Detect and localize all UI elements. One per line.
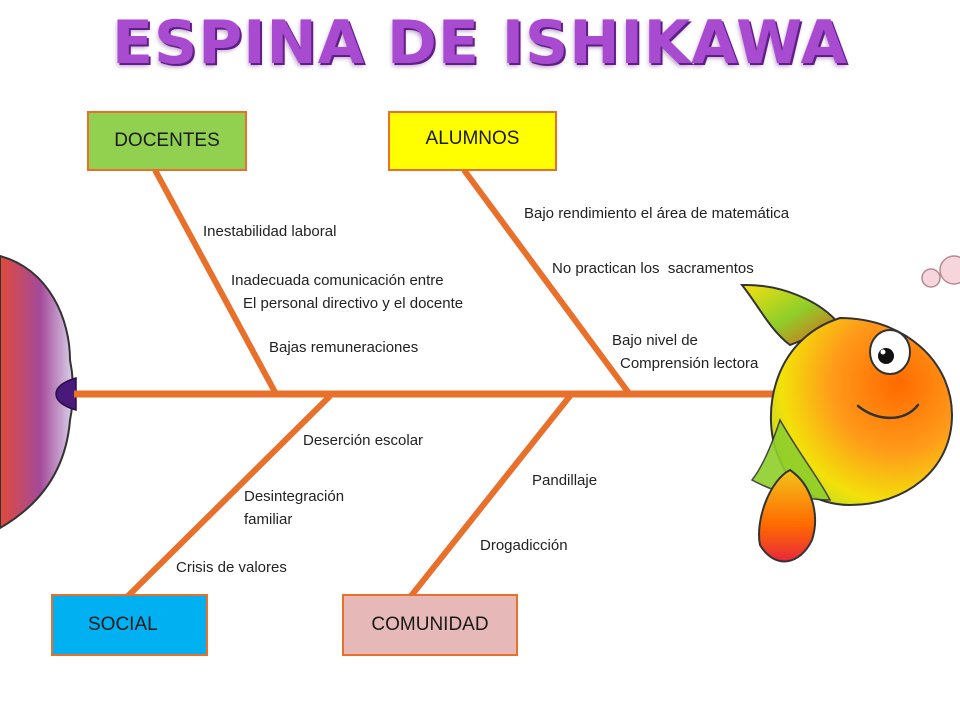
category-docentes-label: DOCENTES bbox=[114, 130, 220, 151]
category-docentes: DOCENTES bbox=[87, 111, 247, 171]
fish-head bbox=[739, 283, 954, 563]
cause-social-1: Deserción escolar bbox=[303, 432, 424, 449]
bone-social bbox=[125, 393, 333, 599]
cause-docentes-1: Inestabilidad laboral bbox=[203, 223, 337, 240]
bone-comunidad bbox=[408, 394, 573, 598]
bubbles-decoration bbox=[921, 255, 960, 288]
bone-docentes bbox=[152, 168, 279, 396]
cause-social-3: Crisis de valores bbox=[176, 559, 287, 576]
cause-docentes-2: Inadecuada comunicación entre bbox=[231, 272, 444, 289]
fish-tail bbox=[0, 254, 77, 530]
cause-alumnos-1: Bajo rendimiento el área de matemática bbox=[524, 205, 790, 222]
diagram-title: ESPINA DE ISHIKAWA bbox=[112, 8, 848, 78]
bone-alumnos bbox=[461, 168, 634, 398]
cause-comunidad-2: Drogadicción bbox=[480, 537, 568, 554]
cause-alumnos-3: Bajo nivel de bbox=[612, 332, 698, 349]
category-alumnos: ALUMNOS bbox=[388, 111, 557, 171]
cause-docentes-2b: El personal directivo y el docente bbox=[243, 295, 464, 312]
cause-alumnos-2: No practican los sacramentos bbox=[552, 260, 754, 277]
cause-alumnos-3b: Comprensión lectora bbox=[620, 355, 759, 372]
cause-social-2b: familiar bbox=[244, 511, 293, 528]
category-social-label: SOCIAL bbox=[88, 614, 158, 635]
category-alumnos-label: ALUMNOS bbox=[425, 128, 520, 149]
cause-docentes-3: Bajas remuneraciones bbox=[269, 339, 419, 356]
category-social: SOCIAL bbox=[51, 594, 208, 656]
category-comunidad: COMUNIDAD bbox=[342, 594, 518, 656]
cause-social-2: Desintegración bbox=[244, 488, 345, 505]
cause-comunidad-1: Pandillaje bbox=[532, 472, 598, 489]
category-comunidad-label: COMUNIDAD bbox=[371, 614, 489, 635]
